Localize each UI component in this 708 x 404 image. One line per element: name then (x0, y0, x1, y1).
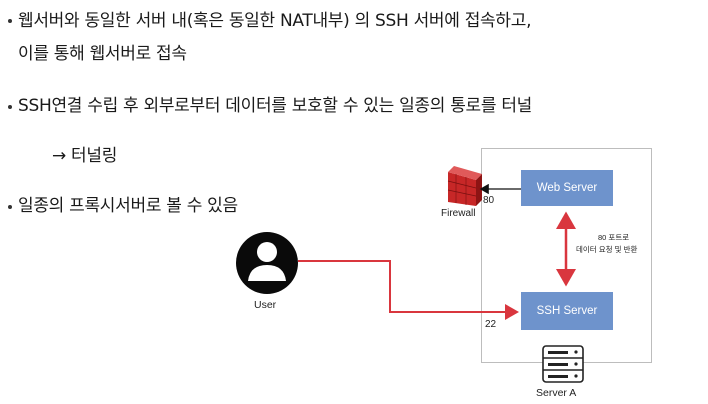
server-a-label: Server A (536, 387, 577, 399)
tunnel-line (298, 260, 519, 320)
user-label: User (254, 299, 277, 311)
port-22-label: 22 (485, 319, 497, 330)
firewall-icon (447, 166, 482, 206)
server-icon (542, 345, 584, 383)
bullet-1-line-2: 이를 통해 웹서버로 접속 (18, 44, 187, 64)
note-line-1: 80 포트로 (598, 233, 630, 242)
web-server-box: Web Server (521, 170, 613, 206)
firewall-label: Firewall (441, 208, 476, 219)
bullet-dot-1 (8, 19, 12, 23)
bullet-1-line-1: 웹서버와 동일한 서버 내(혹은 동일한 NAT내부) 의 SSH 서버에 접속… (18, 11, 532, 31)
port-80-label: 80 (483, 195, 495, 206)
bullet-2-line-1: SSH연결 수립 후 외부로부터 데이터를 보호할 수 있는 일종의 통로를 터… (18, 96, 533, 116)
bullet-dot-3 (8, 205, 12, 209)
ssh-server-label: SSH Server (536, 305, 598, 317)
bullet-2-line-2: → 터널링 (52, 146, 118, 166)
web-server-label: Web Server (536, 182, 598, 194)
bullet-dot-2 (8, 105, 12, 109)
user-icon (236, 232, 298, 294)
ssh-server-box: SSH Server (521, 292, 613, 330)
note-line-2: 데이터 요청 및 반환 (576, 245, 638, 254)
bullet-3-line-1: 일종의 프록시서버로 볼 수 있음 (18, 196, 238, 216)
